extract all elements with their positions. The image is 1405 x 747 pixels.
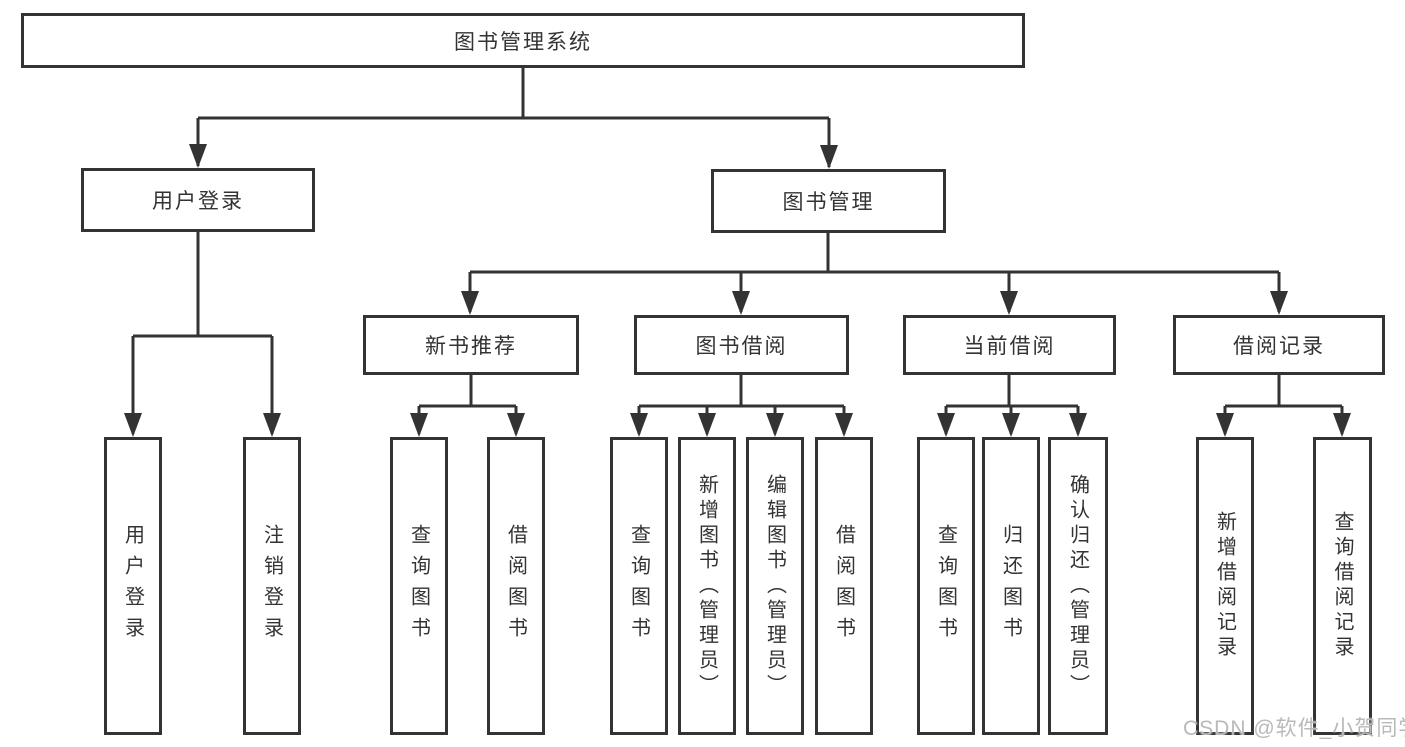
leaf-user-login-label: 用户登录 bbox=[121, 524, 144, 648]
leaf-query-books-current: 查询图书 bbox=[917, 437, 975, 735]
node-book-management: 图书管理 bbox=[711, 169, 946, 233]
leaf-borrow-books-label: 借阅图书 bbox=[832, 524, 855, 648]
leaf-edit-books-admin-label: 编辑图书（管理员） bbox=[763, 473, 786, 699]
leaf-add-borrow-record: 新增借阅记录 bbox=[1196, 437, 1254, 735]
leaf-query-books-recommendation-label: 查询图书 bbox=[407, 524, 430, 648]
node-borrowing-records: 借阅记录 bbox=[1173, 315, 1385, 375]
leaf-user-login: 用户登录 bbox=[104, 437, 162, 735]
leaf-query-borrow-record-label: 查询借阅记录 bbox=[1331, 511, 1353, 661]
node-borrowing-records-label: 借阅记录 bbox=[1233, 335, 1325, 358]
leaf-logout-label: 注销登录 bbox=[260, 524, 283, 648]
node-book-borrowing: 图书借阅 bbox=[634, 315, 849, 375]
leaf-return-books-label: 归还图书 bbox=[999, 524, 1022, 648]
leaf-confirm-return-admin-label: 确认归还（管理员） bbox=[1066, 473, 1089, 699]
leaf-query-books-current-label: 查询图书 bbox=[934, 524, 957, 648]
leaf-query-books-recommendation: 查询图书 bbox=[390, 437, 448, 735]
node-new-book-recommendation: 新书推荐 bbox=[363, 315, 579, 375]
leaf-borrow-books: 借阅图书 bbox=[815, 437, 873, 735]
node-current-borrowing-label: 当前借阅 bbox=[963, 335, 1056, 358]
leaf-logout: 注销登录 bbox=[243, 437, 301, 735]
node-root-library-management-system: 图书管理系统 bbox=[21, 13, 1025, 68]
node-root-label: 图书管理系统 bbox=[454, 30, 592, 54]
leaf-confirm-return-admin: 确认归还（管理员） bbox=[1048, 437, 1108, 735]
node-book-borrowing-label: 图书借阅 bbox=[695, 335, 788, 358]
leaf-add-books-admin-label: 新增图书（管理员） bbox=[695, 473, 718, 699]
leaf-query-books-borrowing: 查询图书 bbox=[610, 437, 668, 735]
node-user-login-label: 用户登录 bbox=[152, 190, 244, 213]
leaf-query-books-borrowing-label: 查询图书 bbox=[627, 524, 650, 648]
leaf-query-borrow-record: 查询借阅记录 bbox=[1313, 437, 1372, 735]
watermark: CSDN @软件_小贺同学 bbox=[1183, 717, 1405, 740]
leaf-edit-books-admin: 编辑图书（管理员） bbox=[746, 437, 804, 735]
leaf-add-books-admin: 新增图书（管理员） bbox=[678, 437, 736, 735]
leaf-return-books: 归还图书 bbox=[982, 437, 1040, 735]
node-user-login: 用户登录 bbox=[81, 168, 315, 232]
node-book-management-label: 图书管理 bbox=[782, 191, 875, 214]
node-new-book-recommendation-label: 新书推荐 bbox=[425, 335, 517, 358]
leaf-borrow-books-recommendation: 借阅图书 bbox=[487, 437, 545, 735]
leaf-add-borrow-record-label: 新增借阅记录 bbox=[1213, 511, 1236, 661]
node-current-borrowing: 当前借阅 bbox=[903, 315, 1116, 375]
leaf-borrow-books-recommendation-label: 借阅图书 bbox=[504, 524, 527, 648]
